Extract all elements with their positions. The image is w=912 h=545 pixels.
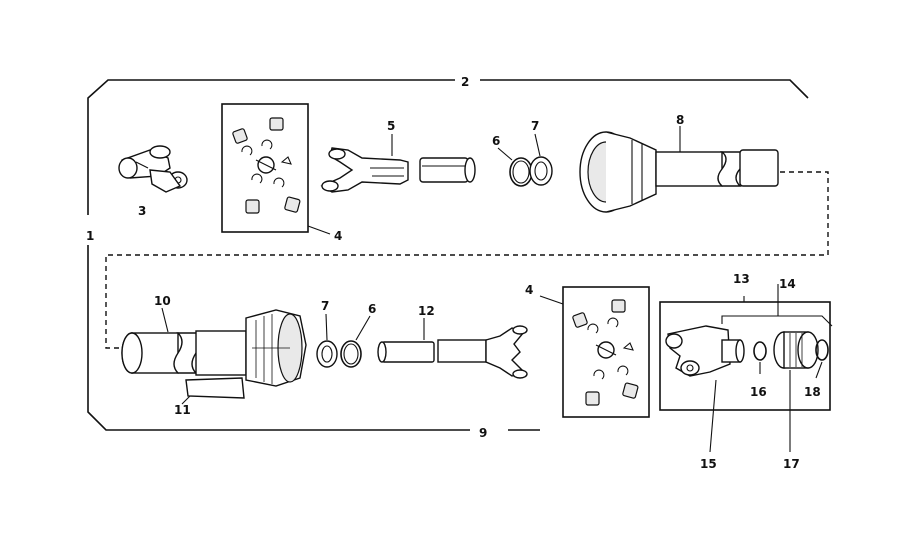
- snap-ring-top-part-6: [497, 147, 533, 187]
- yoke-shaft-part-5: [320, 134, 476, 193]
- callout-13: 13: [733, 272, 750, 286]
- callout-6-bottom: 6: [368, 302, 376, 316]
- bearing-ring-bottom-part-7: [316, 313, 338, 368]
- callout-4-bottom: 4: [525, 283, 533, 297]
- callout-8: 8: [676, 113, 684, 127]
- assembly-bracket-1: [87, 79, 829, 431]
- callout-2: 2: [461, 75, 469, 89]
- u-joint-yoke-part-3: [118, 145, 188, 193]
- callout-labels: 1 2 3 4 5 6 7 8 10 7 6 12 4 13 14 11 16 …: [86, 75, 821, 471]
- callout-3: 3: [138, 204, 146, 218]
- callout-15: 15: [700, 457, 717, 471]
- callout-1: 1: [86, 229, 94, 243]
- callout-11: 11: [174, 403, 191, 417]
- warning-decal-part-11: [181, 377, 245, 405]
- callout-9: 9: [479, 426, 487, 440]
- callout-4-top: 4: [334, 229, 342, 243]
- yoke-part-15: [665, 325, 745, 453]
- callout-7-bottom: 7: [321, 299, 329, 313]
- inner-shaft-yoke-part-12: [377, 318, 528, 379]
- callout-10: 10: [154, 294, 171, 308]
- callout-17: 17: [783, 457, 800, 471]
- bearing-ring-top-part-7: [529, 133, 553, 186]
- callout-12: 12: [418, 304, 435, 318]
- snap-ring-part-18: [815, 339, 829, 379]
- callout-5: 5: [387, 119, 395, 133]
- callout-18: 18: [804, 385, 821, 399]
- ring-part-16: [753, 341, 767, 374]
- callout-6-top: 6: [492, 134, 500, 148]
- inner-shield-tube-part-10: [121, 307, 307, 387]
- cross-kit-box-bottom-part-4: [539, 286, 650, 418]
- spring-collar-part-17: [773, 331, 819, 452]
- callout-14: 14: [779, 277, 796, 291]
- pin-part-14: [721, 284, 833, 327]
- outer-shield-tube-part-8: [579, 126, 779, 213]
- callout-16: 16: [750, 385, 767, 399]
- snap-ring-bottom-part-6: [340, 315, 371, 368]
- callout-7-top: 7: [531, 119, 539, 133]
- cross-kit-box-top-part-4: [221, 103, 331, 235]
- yoke-kit-box-part-13: [659, 296, 831, 411]
